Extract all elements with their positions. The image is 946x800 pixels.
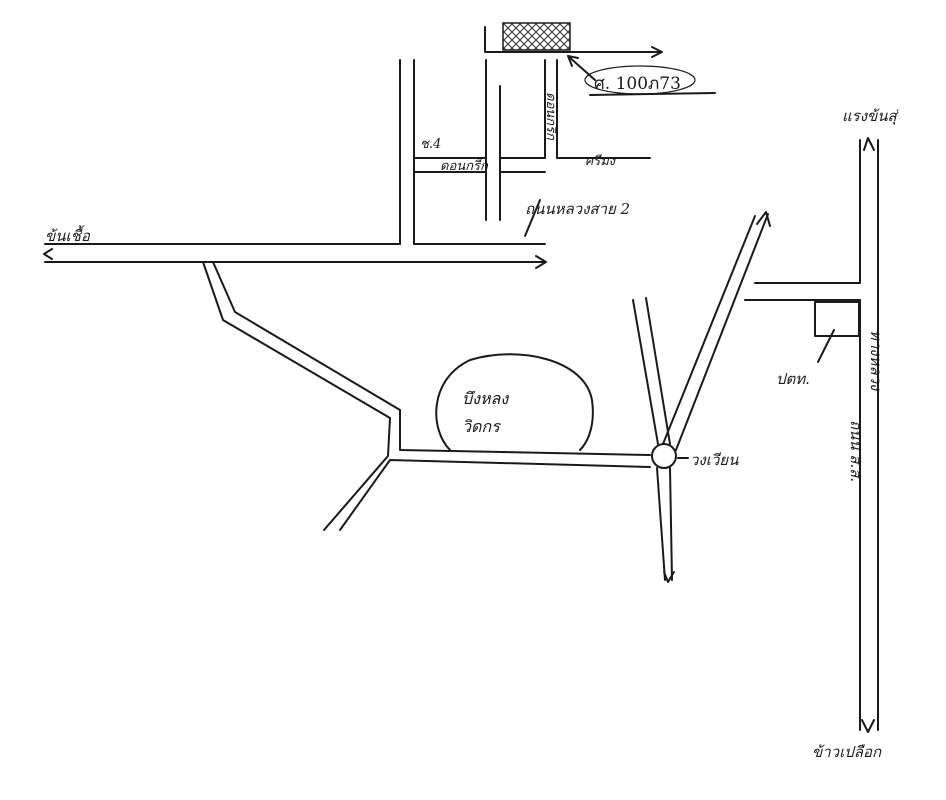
pointer-upper-road	[524, 199, 541, 237]
small-box-pointer	[817, 329, 835, 363]
right-road-arrow-bottom	[861, 719, 875, 733]
top-road-arrow	[651, 46, 663, 58]
road-south-arrow	[663, 571, 675, 583]
house-label-underline	[589, 92, 716, 96]
small-box	[814, 301, 860, 337]
label-bottom-right: ข้าวเปลือก	[812, 743, 882, 761]
label-road-top-left: ช.4	[420, 137, 442, 152]
diagonal-road-b	[212, 261, 651, 456]
road-ne-a	[662, 215, 756, 445]
label-left-road: ข้นเชื้อ	[45, 227, 90, 245]
label-top-right: แรงข้นสุ่	[842, 107, 897, 125]
road-ne-arrow	[756, 211, 771, 227]
label-road-vertical-mid: ดอนกรีก	[543, 92, 558, 140]
diagonal-road-c	[339, 459, 651, 531]
right-road-a	[754, 139, 861, 284]
diagonal-road-a	[202, 261, 391, 531]
roundabout-circle	[651, 443, 677, 469]
road-south-b	[669, 467, 673, 581]
lake-outline	[435, 353, 594, 451]
road-north-a	[632, 299, 659, 445]
label-road-top-right: ศรีมง	[585, 154, 616, 169]
pointer-house-head	[567, 55, 579, 67]
label-lake: บึงหลง วิดกร	[462, 389, 509, 436]
main-road-arrow-left	[43, 248, 53, 260]
label-right-road: ถนน ส.ส.	[847, 420, 865, 483]
main-road-arrow-right	[535, 255, 547, 269]
road-south-a	[656, 467, 666, 581]
label-small-box: ปตท.	[776, 370, 810, 388]
road-ne-b	[675, 213, 769, 451]
right-road-arrow-top	[863, 137, 875, 151]
label-right-road-2: ทางหลวง	[867, 330, 885, 391]
label-upper-road: ถนนหลวงสาย 2	[525, 200, 631, 218]
road-north-b	[645, 297, 671, 445]
label-junction: วงเวียน	[690, 451, 739, 469]
label-road-top-mid: ดอนกรีก	[440, 159, 488, 174]
label-house-no: ศ. 100ภ73	[594, 74, 681, 94]
building-block	[502, 22, 571, 51]
top-road	[484, 26, 661, 53]
pointer-house	[567, 55, 596, 81]
